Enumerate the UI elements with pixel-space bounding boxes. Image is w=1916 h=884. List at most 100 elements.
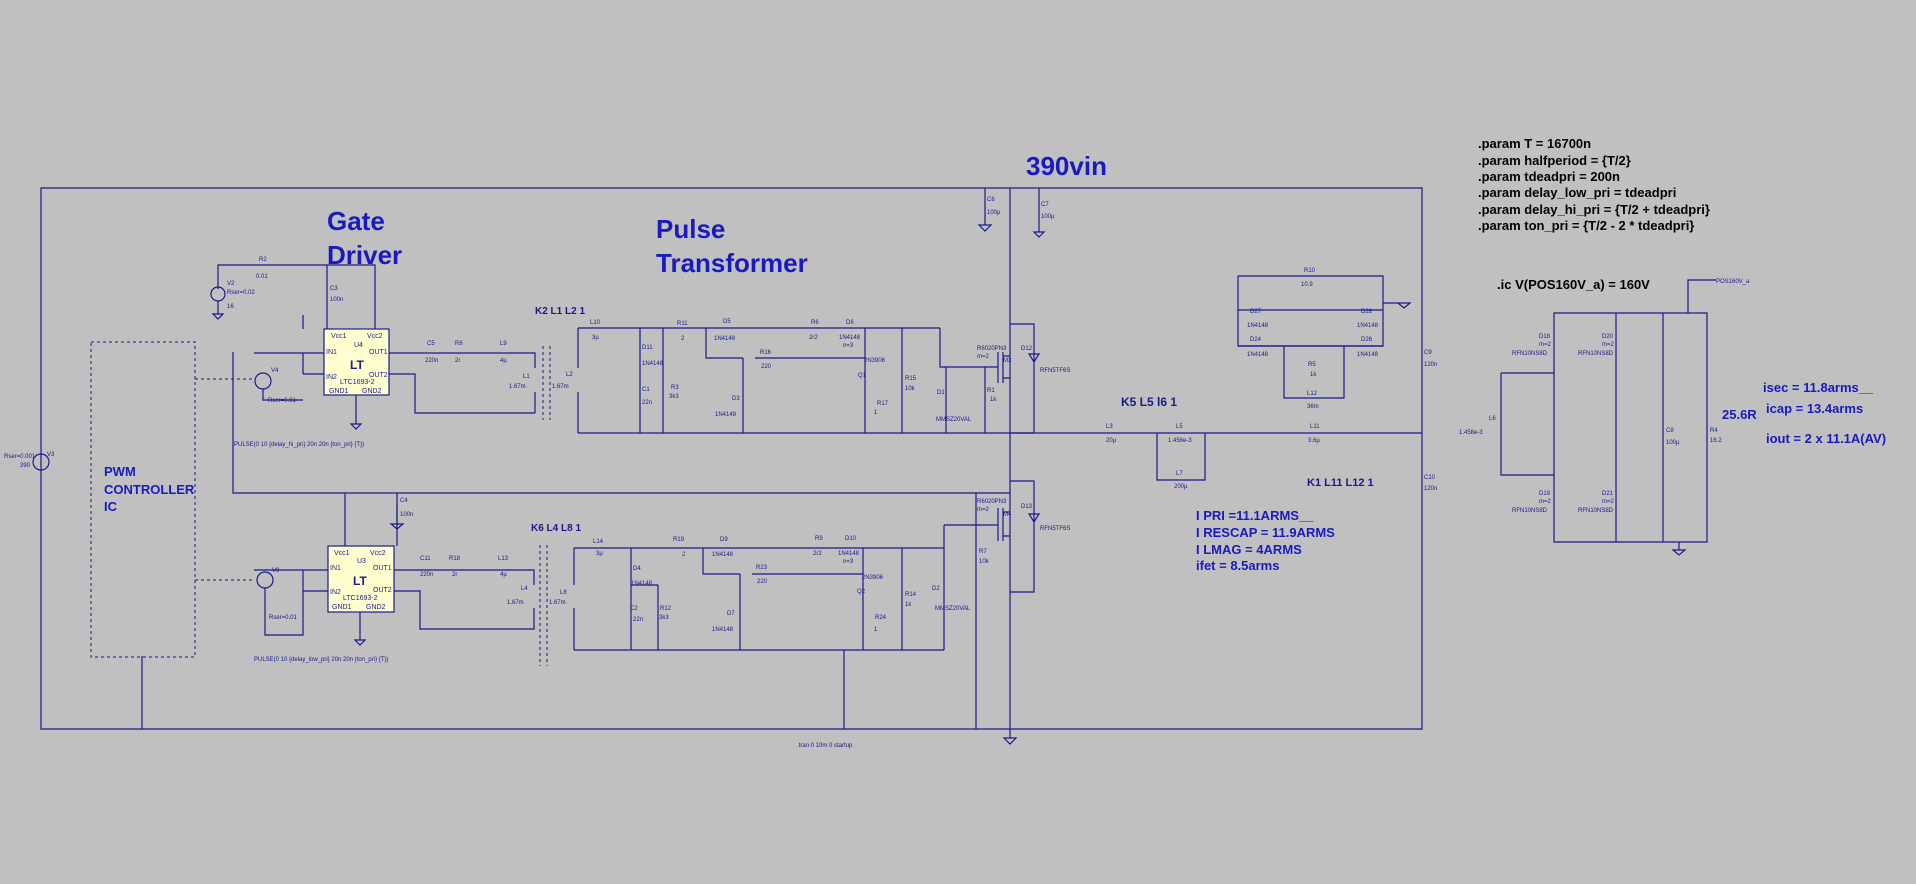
- svg-text:10k: 10k: [979, 559, 990, 565]
- svg-text:POS160V_a: POS160V_a: [1716, 279, 1750, 285]
- vin-label: 390vin: [1026, 151, 1107, 181]
- svg-text:L9: L9: [500, 341, 507, 347]
- svg-text:Rser=0.02: Rser=0.02: [227, 290, 256, 296]
- svg-text:D7: D7: [727, 611, 735, 617]
- svg-text:D1: D1: [937, 390, 945, 396]
- pwm-label-1: PWM: [104, 464, 136, 479]
- svg-text:C8: C8: [1666, 428, 1674, 434]
- svg-text:D10: D10: [845, 536, 857, 542]
- svg-text:R18: R18: [449, 556, 461, 562]
- svg-text:R23: R23: [756, 565, 768, 571]
- param-line: .param ton_pri = {T/2 - 2 * tdeadpri}: [1478, 218, 1694, 233]
- svg-text:D3: D3: [732, 396, 740, 402]
- svg-text:Q1: Q1: [858, 373, 867, 379]
- svg-text:R17: R17: [877, 401, 889, 407]
- svg-text:V4: V4: [271, 368, 279, 374]
- svg-text:220: 220: [757, 579, 768, 585]
- k5-coupling: K5 L5 l6 1: [1121, 395, 1177, 409]
- svg-text:Rser=0.01: Rser=0.01: [269, 615, 298, 621]
- svg-text:m=2: m=2: [1539, 342, 1552, 348]
- svg-text:3k3: 3k3: [659, 615, 669, 621]
- svg-text:390: 390: [20, 463, 31, 469]
- svg-text:M4: M4: [1003, 512, 1012, 518]
- svg-text:RFN10NS8D: RFN10NS8D: [1578, 508, 1614, 514]
- svg-text:100µ: 100µ: [1666, 440, 1680, 446]
- svg-text:R6020PN3: R6020PN3: [977, 346, 1007, 352]
- svg-text:R1: R1: [987, 388, 995, 394]
- svg-text:D26: D26: [1361, 337, 1373, 343]
- tran-directive: .tran 0 10m 0 startup: [797, 743, 853, 749]
- output-annotation: isec = 11.8arms__: [1763, 380, 1874, 395]
- primary-annotation: I RESCAP = 11.9ARMS: [1196, 525, 1335, 540]
- svg-text:1N4148: 1N4148: [1357, 323, 1379, 329]
- svg-text:Q2: Q2: [857, 589, 866, 595]
- svg-text:1.67m: 1.67m: [507, 600, 524, 606]
- svg-text:220n: 220n: [425, 358, 438, 364]
- svg-text:R8: R8: [455, 341, 463, 347]
- svg-text:D19: D19: [1539, 491, 1551, 497]
- svg-text:PULSE(0 10 {delay_hi_pri} 20n: PULSE(0 10 {delay_hi_pri} 20n 20n {ton_p…: [234, 442, 364, 448]
- svg-text:22n: 22n: [642, 400, 652, 406]
- svg-text:IN2: IN2: [330, 589, 341, 596]
- svg-text:D13: D13: [1021, 504, 1033, 510]
- svg-text:GND2: GND2: [366, 604, 386, 611]
- svg-text:R3: R3: [671, 385, 679, 391]
- svg-text:PULSE(0 10 {delay_low_pri} 20n: PULSE(0 10 {delay_low_pri} 20n 20n {ton_…: [254, 657, 388, 663]
- primary-annotation: I PRI =11.1ARMS__: [1196, 508, 1314, 523]
- svg-text:IN2: IN2: [326, 374, 337, 381]
- svg-text:120n: 120n: [1424, 486, 1437, 492]
- svg-text:1N4148: 1N4148: [714, 336, 736, 342]
- svg-text:m=2: m=2: [1539, 499, 1552, 505]
- svg-text:GND1: GND1: [329, 388, 349, 395]
- svg-text:D4: D4: [633, 566, 641, 572]
- svg-text:R24: R24: [875, 615, 887, 621]
- gate-driver-title-1: Gate: [327, 206, 385, 236]
- svg-text:IN1: IN1: [330, 565, 341, 572]
- svg-text:R15: R15: [905, 376, 917, 382]
- svg-text:3µ: 3µ: [596, 551, 603, 557]
- svg-text:22n: 22n: [633, 617, 643, 623]
- svg-text:Rser=0.01: Rser=0.01: [268, 398, 297, 404]
- svg-text:V2: V2: [227, 281, 235, 287]
- svg-text:n=3: n=3: [843, 559, 854, 565]
- svg-text:OUT2: OUT2: [373, 587, 392, 594]
- svg-text:LTC1693-2: LTC1693-2: [343, 595, 378, 602]
- svg-text:R19: R19: [673, 537, 685, 543]
- svg-text:D27: D27: [1250, 309, 1262, 315]
- u3-chip: [327, 545, 395, 613]
- m3-mosfet-icon: [985, 352, 1010, 383]
- svg-text:D9: D9: [720, 537, 728, 543]
- param-line: .param tdeadpri = 200n: [1478, 169, 1620, 184]
- svg-text:100µ: 100µ: [987, 210, 1001, 216]
- svg-text:D20: D20: [1602, 334, 1614, 340]
- svg-text:R2: R2: [259, 257, 267, 263]
- svg-text:C1: C1: [642, 387, 650, 393]
- svg-text:V3: V3: [47, 452, 55, 458]
- svg-text:R11: R11: [677, 321, 688, 327]
- svg-text:L14: L14: [593, 539, 604, 545]
- k1-coupling: K1 L11 L12 1: [1307, 477, 1374, 489]
- svg-text:RFN10NS8D: RFN10NS8D: [1578, 351, 1614, 357]
- u4-chip: [323, 328, 390, 396]
- svg-text:C5: C5: [427, 341, 435, 347]
- svg-text:Vcc2: Vcc2: [367, 333, 383, 340]
- svg-text:U3: U3: [357, 558, 366, 565]
- svg-text:16.2: 16.2: [1710, 438, 1722, 444]
- v9-source-icon: [256, 571, 274, 589]
- svg-text:1k: 1k: [1310, 372, 1317, 378]
- svg-text:L2: L2: [566, 372, 573, 378]
- ic-directive: .ic V(POS160V_a) = 160V: [1497, 277, 1650, 292]
- svg-text:R6: R6: [811, 320, 819, 326]
- svg-text:Rser=0.001: Rser=0.001: [4, 454, 36, 460]
- svg-text:1.67m: 1.67m: [549, 600, 566, 606]
- svg-text:L8: L8: [560, 590, 567, 596]
- param-line: .param halfperiod = {T/2}: [1478, 153, 1631, 168]
- svg-text:C11: C11: [420, 556, 431, 562]
- svg-text:L5: L5: [1176, 424, 1183, 430]
- svg-text:100µ: 100µ: [1041, 214, 1055, 220]
- svg-text:R9: R9: [815, 536, 823, 542]
- k2-coupling: K2 L1 L2 1: [535, 306, 585, 317]
- svg-text:1: 1: [874, 410, 878, 416]
- pulse-transformer-title-2: Transformer: [656, 248, 808, 278]
- svg-text:GND1: GND1: [332, 604, 352, 611]
